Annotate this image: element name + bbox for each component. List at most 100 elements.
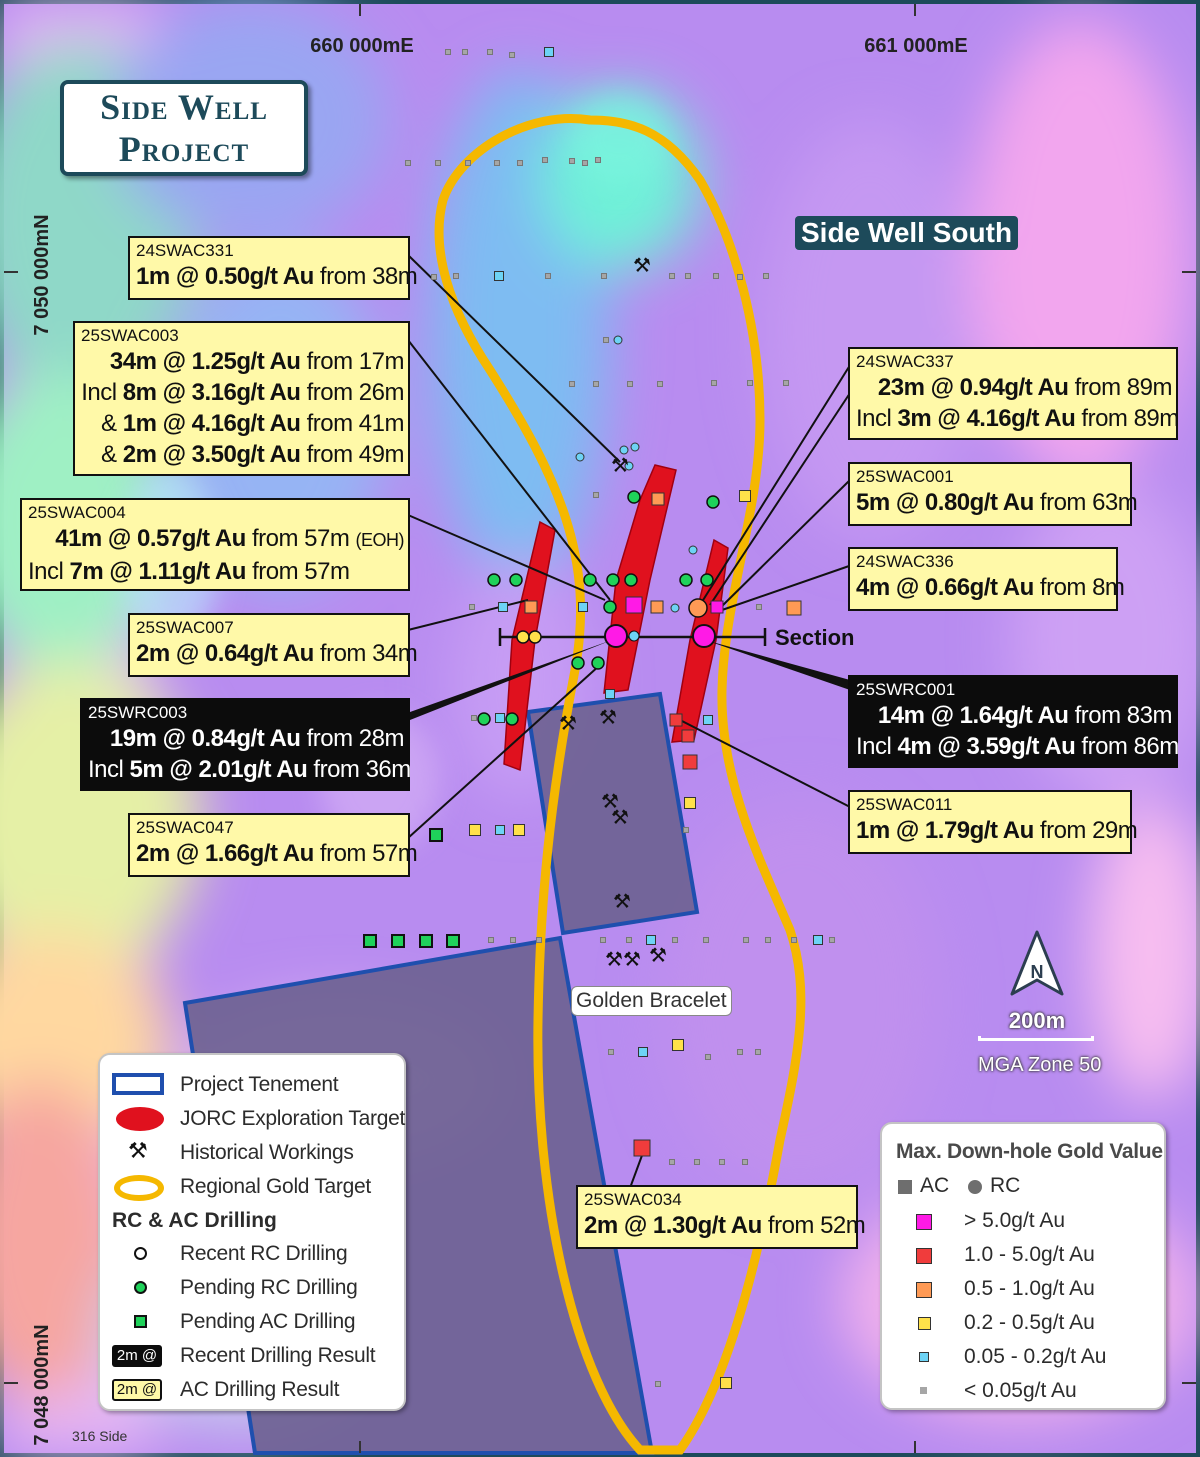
ac-collar[interactable] [705, 1054, 711, 1060]
ac-collar[interactable] [703, 937, 709, 943]
rc-collar[interactable] [630, 442, 640, 452]
ac-collar[interactable] [524, 600, 538, 614]
ac-collar[interactable] [605, 689, 615, 699]
rc-collar-25swrc003[interactable] [604, 624, 628, 648]
ac-collar[interactable] [545, 273, 551, 279]
ac-collar[interactable] [465, 160, 471, 166]
ac-collar[interactable] [651, 492, 665, 506]
ac-collar[interactable] [765, 937, 771, 943]
ac-collar[interactable] [517, 160, 523, 166]
ac-collar[interactable] [672, 1039, 684, 1051]
ac-collar[interactable] [469, 604, 475, 610]
ac-collar[interactable] [737, 274, 743, 280]
rc-collar[interactable] [528, 630, 542, 644]
ac-collar[interactable] [791, 937, 797, 943]
ac-collar[interactable] [657, 381, 663, 387]
ac-collar[interactable] [431, 274, 437, 280]
pending-ac-collar[interactable] [363, 934, 377, 948]
ac-collar[interactable] [593, 492, 599, 498]
pending-ac-collar[interactable] [419, 934, 433, 948]
ac-collar[interactable] [544, 47, 554, 57]
ac-collar[interactable] [513, 824, 525, 836]
ac-collar[interactable] [582, 160, 588, 166]
ac-collar[interactable] [681, 729, 695, 743]
ac-collar[interactable] [646, 935, 656, 945]
ac-collar[interactable] [710, 600, 724, 614]
ac-collar[interactable] [569, 158, 575, 164]
pending-ac-collar[interactable] [429, 828, 443, 842]
ac-collar[interactable] [669, 713, 683, 727]
ac-collar[interactable] [453, 273, 459, 279]
rc-collar[interactable] [688, 598, 708, 618]
rc-collar[interactable] [670, 603, 680, 613]
ac-collar[interactable] [603, 337, 609, 343]
ac-collar[interactable] [498, 602, 508, 612]
ac-collar[interactable] [813, 935, 823, 945]
pending-ac-collar[interactable] [391, 934, 405, 948]
ac-collar[interactable] [683, 827, 689, 833]
ac-collar[interactable] [685, 273, 691, 279]
ac-collar[interactable] [495, 825, 505, 835]
ac-collar[interactable] [829, 937, 835, 943]
rc-collar[interactable] [619, 445, 629, 455]
ac-collar[interactable] [743, 937, 749, 943]
rc-collar[interactable] [516, 630, 530, 644]
ac-collar[interactable] [742, 1159, 748, 1165]
ac-collar[interactable] [445, 49, 451, 55]
ac-collar[interactable] [719, 1159, 725, 1165]
rc-collar-25swrc001[interactable] [692, 624, 716, 648]
ac-collar[interactable] [578, 602, 588, 612]
ac-collar[interactable] [638, 1047, 648, 1057]
ac-collar[interactable] [494, 271, 504, 281]
ac-collar[interactable] [747, 380, 753, 386]
ac-collar[interactable] [694, 1159, 700, 1165]
ac-collar[interactable] [763, 273, 769, 279]
ac-collar[interactable] [495, 713, 505, 723]
ac-collar[interactable] [682, 754, 698, 770]
ac-collar[interactable] [595, 157, 601, 163]
ac-collar[interactable] [669, 1159, 675, 1165]
ac-collar[interactable] [786, 600, 802, 616]
ac-collar[interactable] [739, 490, 751, 502]
ac-collar[interactable] [593, 381, 599, 387]
ac-collar[interactable] [487, 49, 493, 55]
ac-collar[interactable] [626, 937, 632, 943]
ac-collar[interactable] [405, 160, 411, 166]
ac-collar[interactable] [469, 824, 481, 836]
ac-collar[interactable] [488, 937, 494, 943]
ac-collar[interactable] [711, 380, 717, 386]
ac-collar[interactable] [600, 937, 606, 943]
ac-collar[interactable] [542, 157, 548, 163]
ac-collar[interactable] [720, 1377, 732, 1389]
rc-collar[interactable] [575, 452, 585, 462]
ac-collar[interactable] [655, 1381, 661, 1387]
ac-collar[interactable] [471, 715, 477, 721]
ac-collar[interactable] [510, 937, 516, 943]
ac-collar[interactable] [684, 797, 696, 809]
ac-collar[interactable] [627, 381, 633, 387]
rc-collar[interactable] [613, 335, 623, 345]
rc-collar[interactable] [628, 630, 640, 642]
pending-ac-collar[interactable] [446, 934, 460, 948]
ac-collar[interactable] [625, 596, 643, 614]
rc-collar[interactable] [688, 545, 698, 555]
ac-collar[interactable] [737, 1049, 743, 1055]
ac-collar[interactable] [462, 49, 468, 55]
ac-collar[interactable] [783, 380, 789, 386]
ac-collar[interactable] [608, 1049, 614, 1055]
ac-collar[interactable] [509, 52, 515, 58]
ac-collar[interactable] [669, 273, 675, 279]
ac-collar[interactable] [601, 273, 607, 279]
ac-collar[interactable] [756, 604, 762, 610]
ac-collar[interactable] [650, 600, 664, 614]
ac-collar[interactable] [536, 937, 542, 943]
ac-collar[interactable] [569, 381, 575, 387]
ac-collar[interactable] [494, 160, 500, 166]
ac-collar[interactable] [672, 937, 678, 943]
ac-collar[interactable] [703, 715, 713, 725]
ac-collar[interactable] [435, 160, 441, 166]
ac-collar[interactable] [633, 1139, 651, 1157]
rc-collar[interactable] [624, 461, 634, 471]
ac-collar[interactable] [755, 1049, 761, 1055]
ac-collar[interactable] [713, 273, 719, 279]
